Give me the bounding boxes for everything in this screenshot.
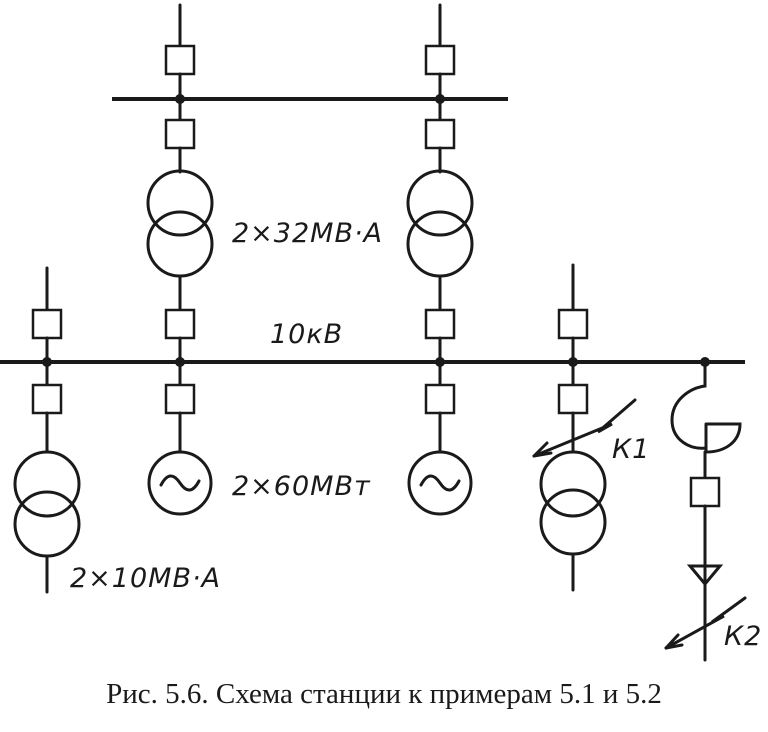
branch-transformer-32-left [146,3,214,364]
transformer-winding [146,169,214,237]
transformer-winding [13,450,81,518]
breaker [31,308,63,340]
breaker [557,308,589,340]
breaker [164,308,196,340]
branch-reactor-line [664,357,747,662]
transformer-winding [13,490,81,558]
bus-node [42,357,52,367]
breaker [424,383,456,415]
bus-node [175,357,185,367]
sine-wave-icon [159,474,201,492]
branch-feeder-transformer [532,263,637,592]
fault-arrow-k2-icon [664,596,747,650]
breaker [164,118,196,150]
transformer-winding [146,210,214,278]
label-transformer-upper: 2×32МВ·А [232,218,383,249]
label-generators: 2×60МВт [232,471,371,502]
generator-symbol [407,450,473,516]
breaker [557,383,589,415]
fault-arrow-k1-icon [532,398,637,458]
generator-symbol [147,450,213,516]
branch-transformer-10 [13,266,81,594]
label-fault-k2: К2 [724,621,762,652]
transformer-winding [406,210,474,278]
arrowhead-icon [532,441,553,458]
label-fault-k1: К1 [612,434,650,465]
breaker [164,383,196,415]
breaker [424,308,456,340]
branch-generator-right [407,357,473,516]
label-transformer-lower: 2×10МВ·А [70,563,221,594]
transformer-winding [406,169,474,237]
breaker [164,44,196,76]
bus-node [435,357,445,367]
sine-wave-icon [419,474,461,492]
reactor-cap-icon [704,422,742,454]
figure-caption: Рис. 5.6. Схема станции к примерам 5.1 и… [106,678,662,710]
reactor-coil-icon [670,360,708,450]
branch-generator-left [147,357,213,516]
bus-node [435,94,445,104]
transformer-winding [539,488,607,556]
bus-node [568,357,578,367]
branch-transformer-32-right [406,3,474,364]
breaker [424,44,456,76]
station-schematic: 2×32МВ·А 10кВ 2×60МВт 2×10МВ·А К1 К2 [0,3,762,662]
breaker [424,118,456,150]
transformer-winding [539,450,607,518]
breaker [689,476,721,508]
breaker [31,383,63,415]
arrowhead-icon [664,633,684,650]
label-bus-voltage: 10кВ [270,319,343,350]
bus-node [175,94,185,104]
cable-end-icon [686,564,724,587]
